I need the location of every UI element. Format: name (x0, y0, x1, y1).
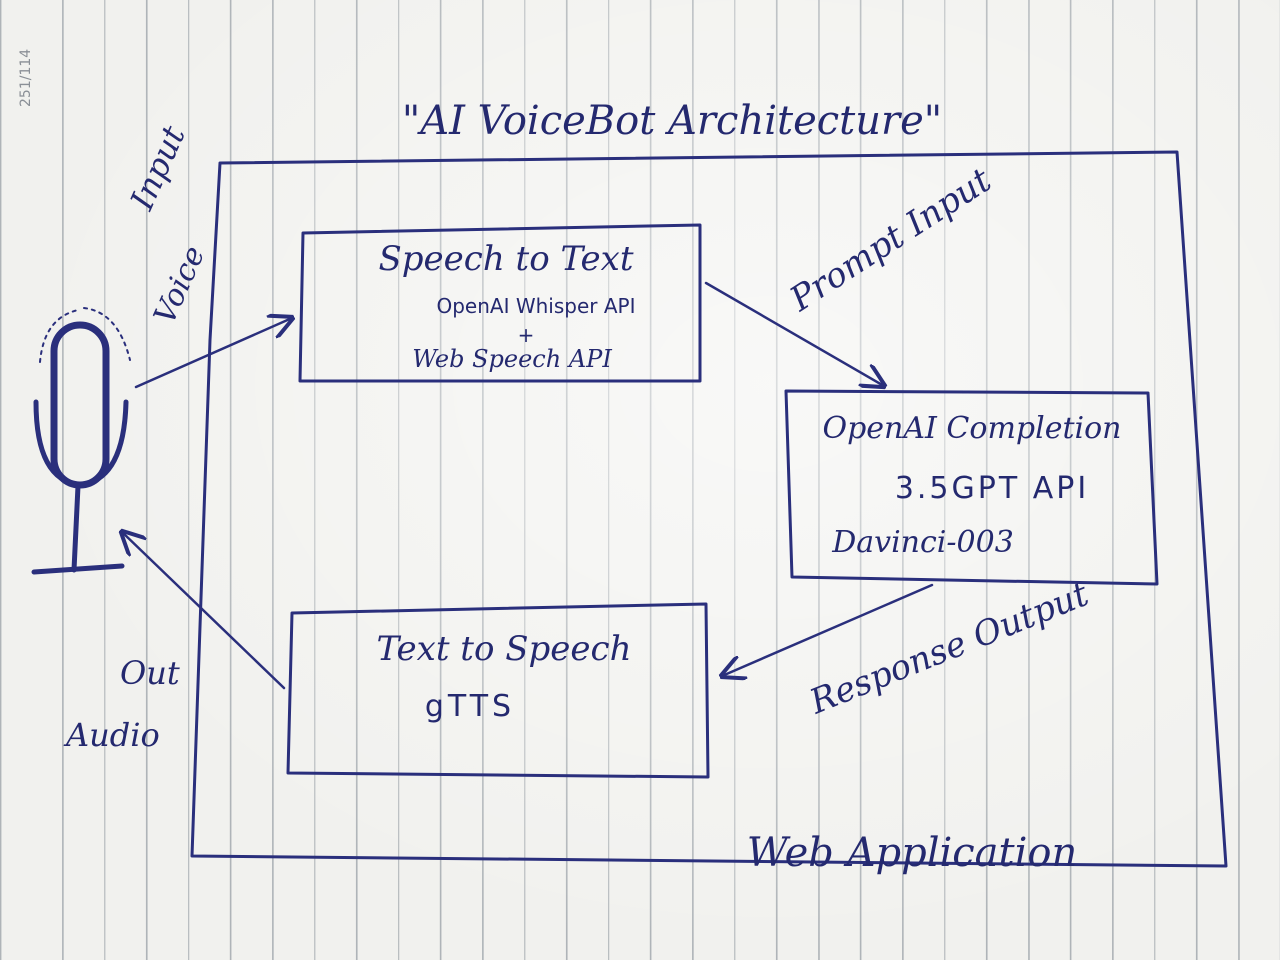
completion-line2: Davinci-003 (831, 525, 1014, 560)
text-to-speech-line1: gTTS (425, 689, 515, 724)
completion-title: OpenAI Completion (823, 411, 1122, 446)
input-label: Input (122, 120, 193, 216)
out-label: Out (120, 654, 180, 692)
speech-to-text-box: Speech to Text OpenAI Whisper API + Web … (298, 223, 702, 383)
arrow-text-to-speech-to-mic (122, 532, 286, 690)
speech-to-text-plus: + (518, 323, 535, 347)
prompt-input-label-group: Prompt Input (782, 160, 998, 320)
response-output-label-group: Response Output (803, 574, 1094, 723)
arrow-mic-to-speech-to-text (134, 318, 292, 389)
text-to-speech-title: Text to Speech (377, 629, 632, 669)
microphone-icon (31, 307, 131, 575)
completion-box: OpenAI Completion 3.5GPT API Davinci-003 (784, 389, 1159, 586)
speech-to-text-line1: OpenAI Whisper API (436, 294, 635, 318)
completion-line1: 3.5GPT API (895, 471, 1089, 506)
voice-label: Voice (147, 241, 212, 329)
text-to-speech-box: Text to Speech gTTS (286, 602, 710, 779)
speech-to-text-line2: Web Speech API (412, 345, 612, 373)
input-voice-label-group: Input (122, 120, 193, 216)
voice-label-group: Voice (147, 241, 212, 329)
arrow-completion-to-text-to-speech (722, 583, 934, 676)
web-application-frame (190, 150, 1228, 868)
prompt-input-label: Prompt Input (782, 160, 998, 320)
diagram-title: "AI VoiceBot Architecture" (402, 98, 942, 144)
web-application-label: Web Application (747, 830, 1078, 876)
speech-to-text-title: Speech to Text (379, 239, 634, 279)
arrow-speech-to-text-to-completion (704, 281, 884, 386)
response-output-label: Response Output (803, 574, 1094, 723)
audio-label: Audio (63, 716, 160, 754)
